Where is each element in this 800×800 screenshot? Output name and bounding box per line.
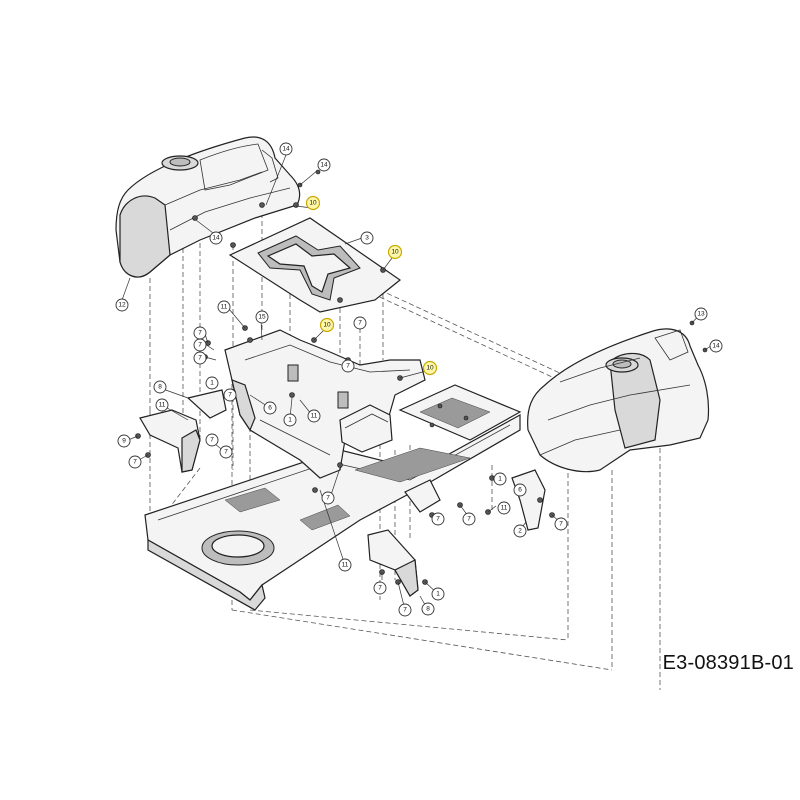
callout-label: 7 [436, 516, 440, 523]
callout-label: 7 [346, 363, 350, 370]
diagram-code: E3-08391B-01 [662, 652, 794, 674]
callout-c3: 10 [305, 195, 321, 211]
callout-label: 7 [198, 342, 202, 349]
callout-c17: 13 [694, 307, 708, 321]
callout-label: 14 [320, 162, 328, 169]
callout-label: 7 [467, 516, 471, 523]
callout-label: 10 [391, 249, 399, 256]
callout-label: 7 [378, 585, 382, 592]
callout-c8: 12 [115, 298, 129, 312]
callout-label: 7 [358, 320, 362, 327]
callout-c19: 8 [153, 380, 167, 394]
callout-label: 8 [426, 606, 430, 613]
callout-label: 10 [426, 365, 434, 372]
callout-c22: 7 [223, 388, 237, 402]
callout-c2: 14 [317, 158, 331, 172]
brackets [139, 389, 546, 597]
cross-frame [224, 329, 426, 479]
callout-c4: 14 [209, 231, 223, 245]
callout-label: 11 [159, 402, 166, 409]
callout-c25: 7 [205, 433, 219, 447]
callout-label: 1 [210, 380, 214, 387]
callout-c33: 7 [431, 512, 445, 526]
callout-c5: 3 [360, 231, 374, 245]
callout-label: 10 [323, 322, 331, 329]
callout-c29: 7 [128, 455, 142, 469]
callout-label: 7 [228, 392, 232, 399]
callout-label: 2 [518, 528, 522, 535]
callout-label: 1 [288, 417, 292, 424]
callout-label: 14 [282, 146, 290, 153]
callout-label: 11 [221, 304, 228, 311]
callout-label: 1 [436, 591, 440, 598]
callout-label: 11 [311, 413, 318, 420]
callout-c30: 7 [321, 491, 335, 505]
callout-c31: 1 [493, 472, 507, 486]
callout-label: 1 [498, 476, 502, 483]
callout-label: 7 [559, 521, 563, 528]
callout-c10: 15 [255, 310, 269, 324]
callout-c14: 7 [193, 351, 207, 365]
right-fender [527, 328, 710, 473]
callout-label: 3 [365, 235, 369, 242]
callout-label: 12 [118, 302, 126, 309]
callout-c1: 14 [279, 142, 293, 156]
callout-c12: 7 [193, 326, 207, 340]
callout-c15: 7 [341, 359, 355, 373]
callout-label: 14 [712, 343, 720, 350]
callout-c16: 10 [422, 360, 438, 376]
callout-c41: 7 [398, 603, 412, 617]
callout-c13: 7 [193, 338, 207, 352]
callout-label: 6 [268, 405, 272, 412]
callout-c28: 9 [117, 434, 131, 448]
callout-label: 8 [158, 384, 162, 391]
callout-c6: 10 [387, 244, 403, 260]
callout-c11: 10 [319, 317, 335, 333]
callout-c20: 11 [155, 398, 169, 412]
callout-label: 7 [133, 459, 137, 466]
callout-label: 7 [403, 607, 407, 614]
callout-c38: 7 [373, 581, 387, 595]
callout-c40: 11 [338, 558, 352, 572]
callout-c24: 1 [283, 413, 297, 427]
callout-label: 10 [309, 200, 317, 207]
callout-label: 9 [122, 438, 126, 445]
callout-c21: 1 [205, 376, 219, 390]
callout-label: 7 [198, 330, 202, 337]
callout-label: 11 [342, 562, 349, 569]
callout-label: 7 [198, 355, 202, 362]
callout-c32: 6 [513, 483, 527, 497]
callout-label: 11 [501, 505, 508, 512]
main-frame [144, 384, 522, 611]
callout-label: 7 [224, 449, 228, 456]
left-fender [115, 136, 301, 278]
callout-c35: 11 [497, 501, 511, 515]
callout-label: 7 [326, 495, 330, 502]
callout-label: 7 [210, 437, 214, 444]
callout-label: 15 [258, 314, 266, 321]
callout-label: 6 [518, 487, 522, 494]
callout-c36: 2 [513, 524, 527, 538]
callout-c7: 7 [353, 316, 367, 330]
top-plate [228, 217, 402, 313]
callout-label: 14 [212, 235, 220, 242]
callout-c9: 11 [217, 300, 231, 314]
callout-c18: 14 [709, 339, 723, 353]
callout-c23: 6 [263, 401, 277, 415]
callout-c37: 7 [554, 517, 568, 531]
callout-c27: 7 [219, 445, 233, 459]
callout-c42: 8 [421, 602, 435, 616]
callout-c34: 7 [462, 512, 476, 526]
callout-c26: 11 [307, 409, 321, 423]
callout-label: 13 [697, 311, 705, 318]
callout-c39: 1 [431, 587, 445, 601]
